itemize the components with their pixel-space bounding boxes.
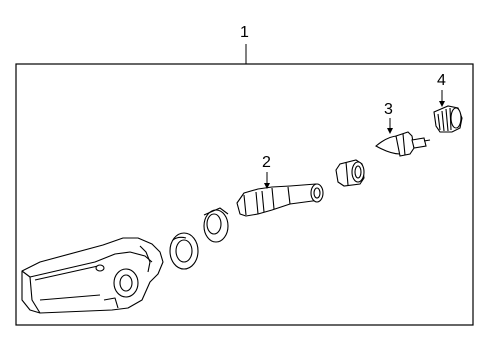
valve-stem: [236, 183, 324, 217]
valve-cap: [433, 105, 463, 133]
callout-2-label: 2: [262, 154, 271, 171]
valve-seal: [203, 207, 229, 243]
valve-core: [375, 131, 431, 157]
callout-3-arrowhead: [387, 128, 393, 134]
valve-nut: [335, 159, 365, 187]
callout-1-label: 1: [240, 24, 249, 41]
callout-4-arrowhead: [439, 101, 445, 107]
callout-4-label: 4: [437, 72, 446, 89]
grommet-washer: [169, 232, 199, 270]
assembly-frame: [15, 63, 474, 326]
callout-3-label: 3: [384, 101, 393, 118]
sensor-body: [21, 237, 164, 314]
callout-2-arrowhead: [264, 183, 270, 189]
